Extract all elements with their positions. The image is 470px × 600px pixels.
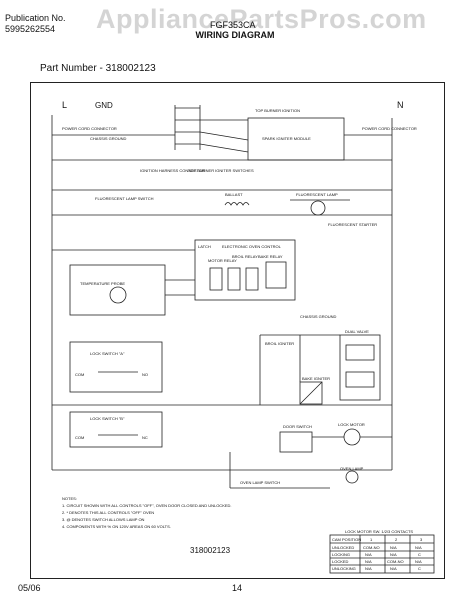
oven-lamp-switch-label: OVEN LAMP SWITCH — [240, 480, 280, 485]
oven-lamp-label: OVEN LAMP — [340, 466, 364, 471]
lock-table-cell: N/A — [415, 545, 422, 550]
lock-table-cell: N/A — [365, 552, 372, 557]
lock-table-cell: C — [418, 552, 421, 557]
footer-date: 05/06 — [18, 583, 41, 593]
fluorescent-starter-label: FLUORESCENT STARTER — [328, 222, 377, 227]
top-burner-ignition-label: TOP BURNER IGNITION — [255, 108, 300, 113]
bake-relay-label: BAKE RELAY — [258, 254, 283, 259]
lock-table-header: 3 — [420, 537, 423, 542]
lock-b-nc-label: NC — [142, 435, 148, 440]
lock-table-cell: COM-NO — [363, 545, 380, 550]
part-number: Part Number - 318002123 — [40, 63, 156, 74]
publication-number: 5995262554 — [5, 24, 56, 34]
lock-table-cell: N/A — [365, 559, 372, 564]
fluorescent-lamp-label: FLUORESCENT LAMP — [296, 192, 338, 197]
door-switch-label: DOOR SWITCH — [283, 424, 312, 429]
ground-label: GND — [95, 101, 113, 110]
note-line: 1. CIRCUIT SHOWN WITH ALL CONTROLS "OFF"… — [62, 503, 232, 508]
lock-table-header: 1 — [370, 537, 373, 542]
power-cord-right-label: POWER CORD CONNECTOR — [362, 126, 417, 131]
broil-relay-label: BROIL RELAY — [232, 254, 258, 259]
top-burner-switch-label: TOP BURNER IGNITER SWITCHES — [188, 168, 254, 173]
lock-table-cell: N/A — [365, 566, 372, 571]
lock-switch-a-label: LOCK SWITCH "A" — [90, 351, 125, 356]
lock-table-cell: COM-NO — [387, 559, 404, 564]
page-title: WIRING DIAGRAM — [195, 30, 275, 40]
line-label-l: L — [62, 100, 67, 110]
lock-table-header: 2 — [395, 537, 398, 542]
eoc-label: ELECTRONIC OVEN CONTROL — [222, 244, 282, 249]
power-cord-left-label: POWER CORD CONNECTOR — [62, 126, 117, 131]
lock-table-cell: N/A — [390, 545, 397, 550]
temp-probe-label: TEMPERATURE PROBE — [80, 281, 125, 286]
ignition-harness-label: IGNITION HARNESS CONNECTOR — [140, 168, 205, 173]
model-number: FGF353CA — [210, 20, 256, 30]
lock-table-cell: UNLOCKING — [332, 566, 356, 571]
motor-relay-label: MOTOR RELAY — [208, 258, 237, 263]
dual-valve-label: DUAL VALVE — [345, 329, 369, 334]
note-line: 2. * DENOTES THIS ALL CONTROLS "OFF" OVE… — [62, 510, 154, 515]
lock-b-com-label: COM — [75, 435, 84, 440]
diagram-frame — [30, 82, 445, 579]
lock-table-cell: N/A — [415, 559, 422, 564]
watermark: AppliancePartsPros.com — [96, 4, 427, 34]
lock-table-title: LOCK MOTOR SW. 1/2/3 CONTACTS — [345, 529, 413, 534]
note-line: 3. @ DENOTES SWITCH ALLOWS LAMP ON — [62, 517, 145, 522]
note-line: 4. COMPONENTS WITH % ON 120V AREAS ON 60… — [62, 524, 171, 529]
lock-a-com-label: COM — [75, 372, 84, 377]
chassis-ground-label: CHASSIS GROUND — [300, 314, 337, 319]
bake-igniter-label: BAKE IGNITER — [302, 376, 330, 381]
chassis-left-label: CHASSIS GROUND — [90, 136, 127, 141]
lock-motor-label: LOCK MOTOR — [338, 422, 365, 427]
lock-table-cell: LOCKING — [332, 552, 350, 557]
lock-table-cell: LOCKED — [332, 559, 349, 564]
spark-module-label: SPARK IGNITER MODULE — [262, 136, 311, 141]
lock-table-cell: UNLOCKED — [332, 545, 354, 550]
ballast-label: BALLAST — [225, 192, 243, 197]
publication-label: Publication No. — [5, 13, 66, 23]
fluorescent-switch-label: FLUORESCENT LAMP SWITCH — [95, 196, 154, 201]
neutral-label: N — [397, 100, 404, 110]
diagram-code: 318002123 — [190, 546, 231, 555]
lock-table-cell: N/A — [390, 566, 397, 571]
notes-title: NOTES: — [62, 496, 77, 501]
lock-table-header: CAM POSITION — [332, 537, 361, 542]
lock-a-no-label: NO — [142, 372, 148, 377]
page-number: 14 — [232, 583, 243, 593]
lock-table-cell: C — [418, 566, 421, 571]
latch-label: LATCH — [198, 244, 211, 249]
broil-igniter-label: BROIL IGNITER — [265, 341, 294, 346]
lock-switch-b-label: LOCK SWITCH "B" — [90, 416, 125, 421]
lock-table-cell: N/A — [390, 552, 397, 557]
